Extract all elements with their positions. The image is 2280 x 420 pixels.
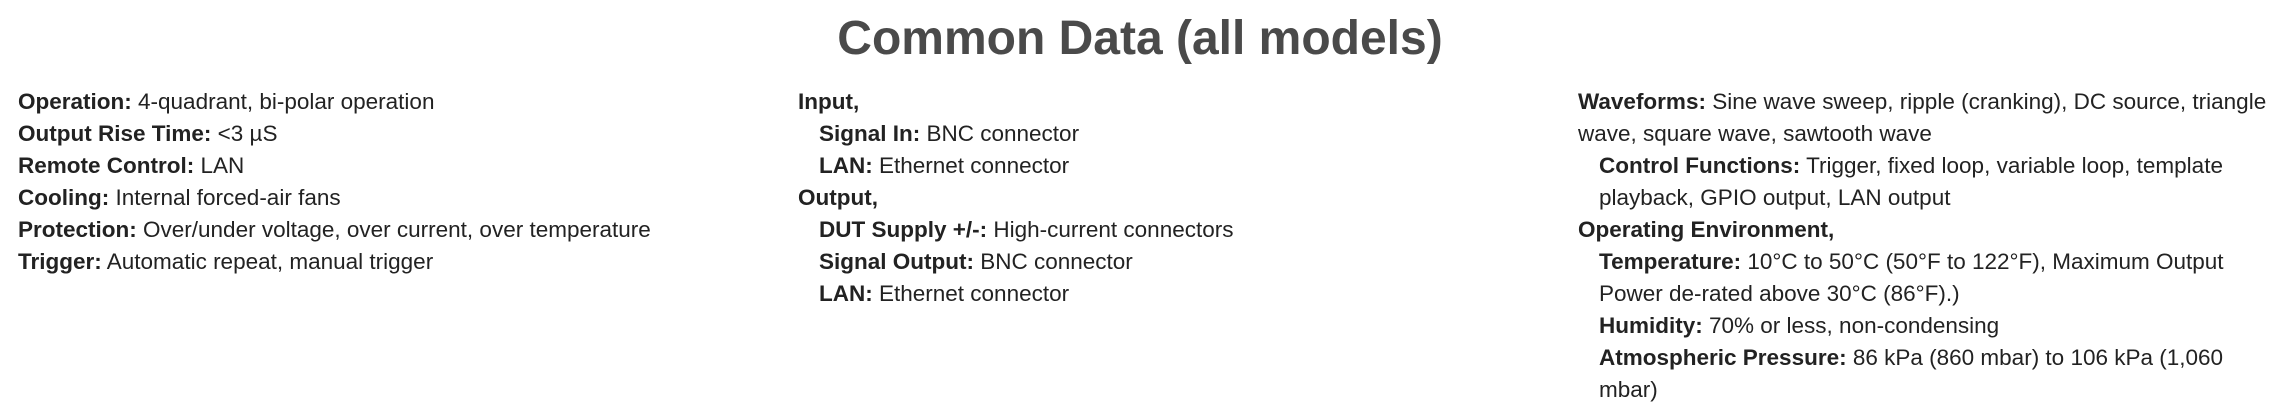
spec-label: Protection: [18,217,137,242]
spec-label: Trigger: [18,249,102,274]
spec-label: Atmospheric Pressure: [1599,345,1847,370]
spec-operating-environment-heading: Operating Environment, [1578,214,2268,246]
spec-column-general: Operation: 4-quadrant, bi-polar operatio… [18,86,778,278]
spec-label: Signal Output: [819,249,974,274]
spec-value: LAN [194,153,245,178]
spec-value: Ethernet connector [872,153,1070,178]
spec-output-lan: LAN: Ethernet connector [798,278,1558,310]
spec-value: Automatic repeat, manual trigger [101,249,434,274]
spec-temperature: Temperature: 10°C to 50°C (50°F to 122°F… [1578,246,2268,310]
spec-operation: Operation: 4-quadrant, bi-polar operatio… [18,86,778,118]
spec-value: Over/under voltage, over current, over t… [136,217,651,242]
spec-label: Operation: [18,89,132,114]
spec-label: Humidity: [1599,313,1703,338]
spec-label: LAN: [819,281,873,306]
spec-label: Temperature: [1599,249,1742,274]
spec-input-lan: LAN: Ethernet connector [798,150,1558,182]
spec-waveforms: Waveforms: Sine wave sweep, ripple (cran… [1578,86,2268,150]
spec-signal-in: Signal In: BNC connector [798,118,1558,150]
spec-dut-supply: DUT Supply +/-: High-current connectors [798,214,1558,246]
spec-value: Trigger, fixed loop, variable loop, temp… [1599,153,2223,210]
spec-protection: Protection: Over/under voltage, over cur… [18,214,778,246]
spec-atmospheric-pressure: Atmospheric Pressure: 86 kPa (860 mbar) … [1578,342,2268,406]
spec-label: LAN: [819,153,873,178]
spec-value: Sine wave sweep, ripple (cranking), DC s… [1578,89,2267,146]
spec-cooling: Cooling: Internal forced-air fans [18,182,778,214]
spec-column-environment: Waveforms: Sine wave sweep, ripple (cran… [1578,86,2268,406]
spec-value: 86 kPa (860 mbar) to 106 kPa (1,060 mbar… [1599,345,2224,402]
spec-label: Output Rise Time: [18,121,212,146]
spec-label: Cooling: [18,185,110,210]
spec-value: 10°C to 50°C (50°F to 122°F), Maximum Ou… [1599,249,2224,306]
spec-label: Remote Control: [18,153,195,178]
spec-label: Output, [798,185,878,210]
spec-value: <3 µS [211,121,278,146]
page-title: Common Data (all models) [837,12,1443,65]
spec-label: DUT Supply +/-: [819,217,988,242]
spec-output-rise-time: Output Rise Time: <3 µS [18,118,778,150]
spec-value: High-current connectors [987,217,1234,242]
spec-label: Input, [798,89,860,114]
spec-label: Control Functions: [1599,153,1801,178]
spec-input-heading: Input, [798,86,1558,118]
spec-trigger: Trigger: Automatic repeat, manual trigge… [18,246,778,278]
spec-output-heading: Output, [798,182,1558,214]
spec-value: 4-quadrant, bi-polar operation [131,89,435,114]
spec-label: Waveforms: [1578,89,1706,114]
spec-control-functions: Control Functions: Trigger, fixed loop, … [1578,150,2268,214]
spec-value: BNC connector [973,249,1133,274]
spec-remote-control: Remote Control: LAN [18,150,778,182]
spec-humidity: Humidity: 70% or less, non-condensing [1578,310,2268,342]
spec-value: 70% or less, non-condensing [1702,313,2000,338]
spec-value: BNC connector [920,121,1080,146]
spec-value: Ethernet connector [872,281,1070,306]
spec-signal-output: Signal Output: BNC connector [798,246,1558,278]
spec-column-io: Input, Signal In: BNC connector LAN: Eth… [798,86,1558,310]
spec-value: Internal forced-air fans [109,185,341,210]
spec-label: Signal In: [819,121,921,146]
spec-label: Operating Environment, [1578,217,1835,242]
